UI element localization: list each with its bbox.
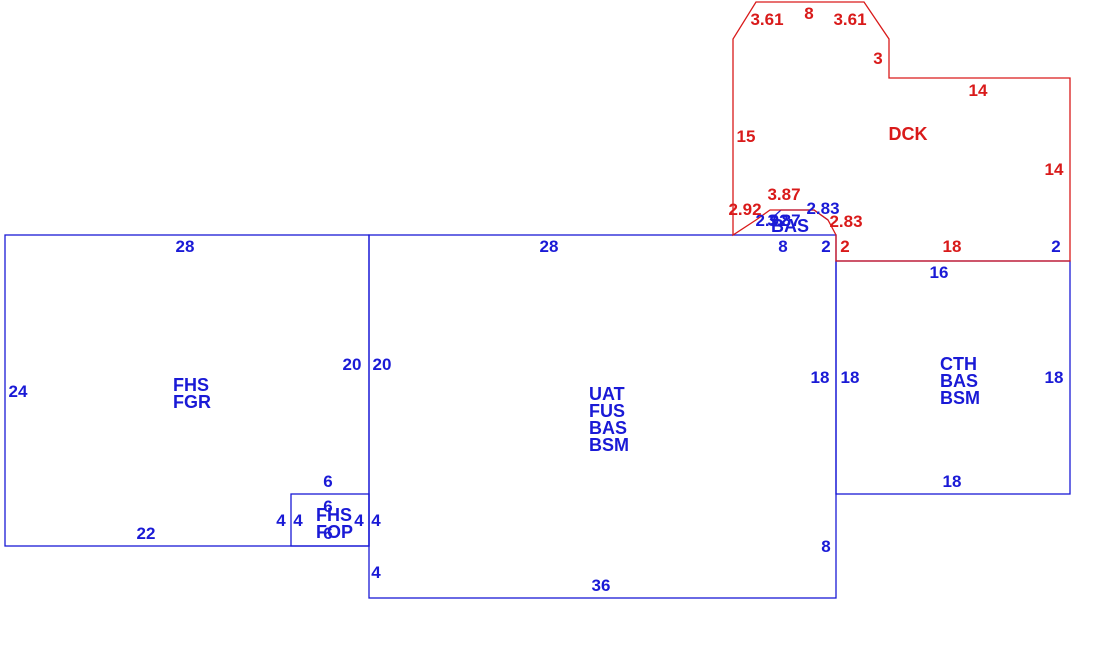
wing-code-2: BAS [940, 371, 978, 391]
deck-dim-bottom-left-short: 2 [840, 237, 849, 256]
deck-dim-right: 14 [1045, 160, 1064, 179]
deck-dim-bay-right: 2.83 [829, 212, 862, 231]
deck-dim-left: 15 [737, 127, 756, 146]
garage-dim-top: 28 [176, 237, 195, 256]
porch-dim-bottom-inner: 6 [323, 524, 332, 543]
wing-dim-top: 16 [930, 263, 949, 282]
main-code-4: BSM [589, 435, 629, 455]
porch-dim-right-inner: 4 [354, 511, 364, 530]
deck-dim-top: 8 [804, 4, 813, 23]
main-dim-top-right-2: 2 [821, 237, 830, 256]
main-code-3: BAS [589, 418, 627, 438]
main-code-1: UAT [589, 384, 625, 404]
deck-dim-step-vertical: 3 [873, 49, 882, 68]
wing-dim-right: 18 [1045, 368, 1064, 387]
deck-outline [732, 1, 1071, 262]
bay-dim-left: 2.92 [755, 211, 788, 230]
main-dim-left-lower: 4 [371, 563, 381, 582]
wing-code-3: BSM [940, 388, 980, 408]
porch-dim-top-outer: 6 [323, 472, 332, 491]
porch-code-1: FHS [316, 505, 352, 525]
porch-code-2: FOP [316, 522, 353, 542]
deck-dim-top-right-chamfer: 3.61 [833, 10, 866, 29]
wing-dim-bottom: 18 [943, 472, 962, 491]
deck-dim-bottom-right-short: 2 [1051, 237, 1060, 256]
main-dim-right-upper: 18 [811, 368, 830, 387]
garage-code-1: FHS [173, 375, 209, 395]
main-dim-left-upper: 20 [373, 355, 392, 374]
bay-dim-right: 2.83 [806, 199, 839, 218]
deck-dim-step-horizontal: 14 [969, 81, 988, 100]
porch-dim-left-inner: 4 [293, 511, 303, 530]
garage-dim-left: 24 [9, 382, 28, 401]
main-dim-right-lower: 8 [821, 537, 830, 556]
main-dim-top: 28 [540, 237, 559, 256]
garage-code-2: FGR [173, 392, 211, 412]
porch-dim-left-outer: 4 [276, 511, 286, 530]
main-dim-top-right-8: 8 [778, 237, 787, 256]
garage-dim-right: 20 [343, 355, 362, 374]
deck-code: DCK [889, 124, 928, 144]
main-dim-bottom: 36 [592, 576, 611, 595]
main-code-2: FUS [589, 401, 625, 421]
bay-code: BAS [771, 216, 809, 236]
wing-code-1: CTH [940, 354, 977, 374]
porch-dim-top-inner: 6 [323, 497, 332, 516]
deck-dim-bay-top: 3.87 [767, 185, 800, 204]
deck-dim-top-left-chamfer: 3.61 [750, 10, 783, 29]
deck-dim-bottom: 18 [943, 237, 962, 256]
bay-dim-top: 3.87 [767, 211, 800, 230]
deck-dim-bay-left: 2.92 [728, 200, 761, 219]
main-dim-left-mid: 4 [371, 511, 381, 530]
garage-dim-bottom: 22 [137, 524, 156, 543]
wing-dim-left: 18 [841, 368, 860, 387]
